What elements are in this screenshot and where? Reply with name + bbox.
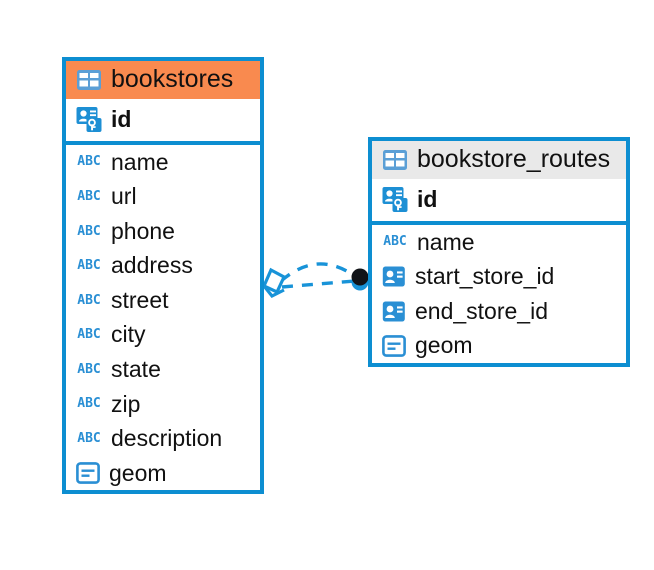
entity-table-bookstores[interactable]: bookstores id bbox=[62, 57, 264, 495]
text-type-icon: ABC bbox=[382, 233, 408, 251]
relationship-line-start-store[interactable] bbox=[279, 262, 358, 283]
primary-key-icon bbox=[382, 186, 408, 213]
field-label: geom bbox=[109, 459, 167, 486]
text-type-icon: ABC bbox=[76, 395, 102, 413]
crows-foot-diamond-marker bbox=[261, 267, 287, 299]
field-row-name[interactable]: ABC name bbox=[66, 145, 260, 180]
text-type-icon: ABC bbox=[76, 291, 102, 309]
text-type-icon: ABC bbox=[76, 222, 102, 240]
field-list-bookstore-routes: ABC name start_store_id bbox=[372, 225, 626, 363]
field-label: url bbox=[111, 183, 137, 210]
foreign-key-icon bbox=[382, 300, 406, 323]
text-type-icon-glyph: ABC bbox=[77, 258, 101, 274]
geometry-type-icon bbox=[76, 462, 100, 484]
field-label: name bbox=[111, 148, 169, 175]
geometry-type-icon bbox=[382, 334, 406, 357]
field-row-geom[interactable]: geom bbox=[66, 456, 260, 491]
field-row-address[interactable]: ABC address bbox=[66, 248, 260, 283]
entity-header-bookstores[interactable]: bookstores bbox=[66, 61, 260, 99]
entity-table-bookstore-routes[interactable]: bookstore_routes id bbox=[368, 137, 630, 367]
primary-key-separator bbox=[66, 140, 260, 145]
field-label: zip bbox=[111, 390, 141, 417]
table-icon bbox=[382, 149, 408, 171]
text-type-icon-glyph: ABC bbox=[77, 154, 101, 170]
text-type-icon-glyph: ABC bbox=[77, 430, 101, 446]
field-row-description[interactable]: ABC description bbox=[66, 421, 260, 456]
field-label: name bbox=[417, 228, 475, 255]
field-label: address bbox=[111, 252, 193, 279]
text-type-icon: ABC bbox=[76, 326, 102, 344]
field-row-state[interactable]: ABC state bbox=[66, 352, 260, 387]
text-type-icon: ABC bbox=[76, 429, 102, 447]
field-label: start_store_id bbox=[415, 263, 555, 290]
field-label: id bbox=[417, 186, 438, 212]
field-row-end-store-id[interactable]: end_store_id bbox=[372, 294, 626, 329]
field-row-street[interactable]: ABC street bbox=[66, 283, 260, 318]
field-label: end_store_id bbox=[415, 297, 548, 324]
field-label: street bbox=[111, 286, 169, 313]
field-list-bookstores: ABC name ABC url ABC phone ABC bbox=[66, 145, 260, 491]
filled-circle-marker bbox=[351, 268, 369, 291]
foreign-key-icon bbox=[382, 265, 406, 288]
field-row-primary-key[interactable]: id bbox=[372, 179, 626, 221]
text-type-icon: ABC bbox=[76, 187, 102, 205]
text-type-icon-glyph: ABC bbox=[77, 327, 101, 343]
text-type-icon-glyph: ABC bbox=[77, 361, 101, 377]
field-label: city bbox=[111, 321, 146, 348]
field-row-city[interactable]: ABC city bbox=[66, 317, 260, 352]
table-icon bbox=[76, 69, 102, 91]
field-row-phone[interactable]: ABC phone bbox=[66, 214, 260, 249]
field-row-name[interactable]: ABC name bbox=[372, 225, 626, 260]
relationship-line-end-store[interactable] bbox=[281, 279, 356, 289]
text-type-icon-glyph: ABC bbox=[383, 234, 407, 250]
text-type-icon-glyph: ABC bbox=[77, 396, 101, 412]
text-type-icon: ABC bbox=[76, 360, 102, 378]
text-type-icon-glyph: ABC bbox=[77, 223, 101, 239]
entity-name-label: bookstores bbox=[111, 65, 234, 93]
primary-key-separator bbox=[372, 220, 626, 225]
field-row-geom[interactable]: geom bbox=[372, 328, 626, 363]
primary-key-icon bbox=[76, 106, 102, 133]
field-label: state bbox=[111, 356, 161, 383]
field-row-zip[interactable]: ABC zip bbox=[66, 387, 260, 422]
field-label: geom bbox=[415, 332, 473, 359]
text-type-icon: ABC bbox=[76, 257, 102, 275]
field-label: phone bbox=[111, 217, 175, 244]
field-label: id bbox=[111, 106, 132, 132]
field-row-primary-key[interactable]: id bbox=[66, 99, 260, 141]
field-label: description bbox=[111, 425, 223, 452]
text-type-icon: ABC bbox=[76, 153, 102, 171]
field-row-url[interactable]: ABC url bbox=[66, 179, 260, 214]
entity-header-bookstore-routes[interactable]: bookstore_routes bbox=[372, 141, 626, 179]
entity-name-label: bookstore_routes bbox=[417, 145, 611, 173]
text-type-icon-glyph: ABC bbox=[77, 292, 101, 308]
field-row-start-store-id[interactable]: start_store_id bbox=[372, 259, 626, 294]
text-type-icon-glyph: ABC bbox=[77, 188, 101, 204]
